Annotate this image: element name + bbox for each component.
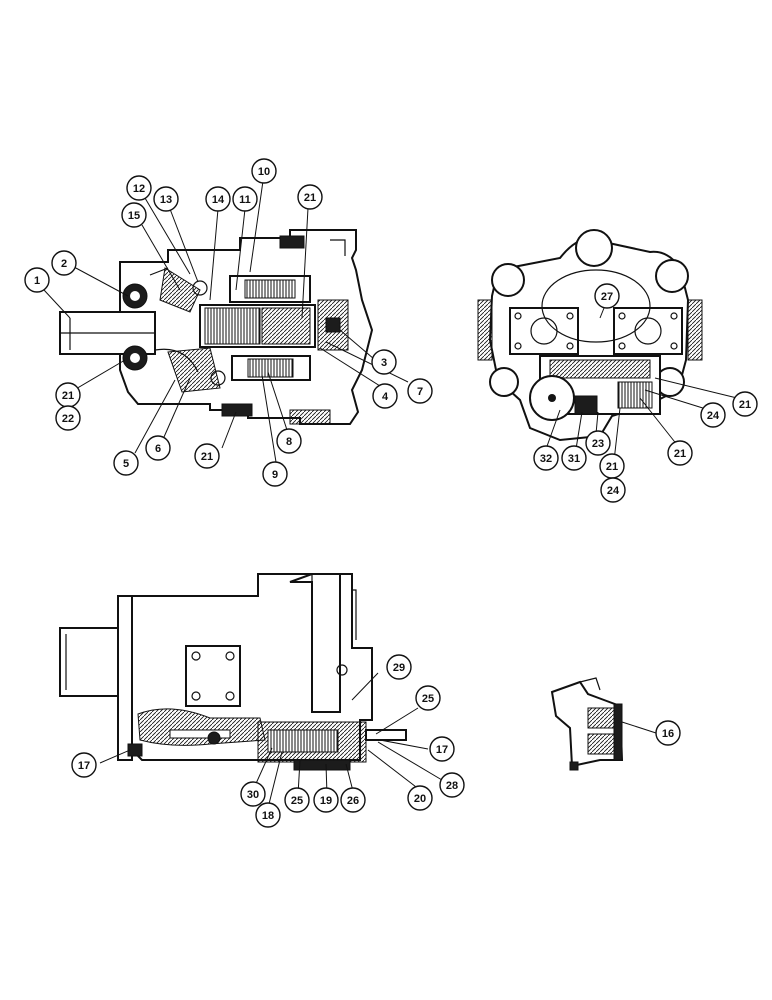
callout-21g: 21 (599, 453, 625, 479)
svg-text:16: 16 (662, 728, 674, 740)
svg-text:21: 21 (674, 448, 686, 460)
callout-24a: 24 (700, 402, 726, 428)
svg-text:30: 30 (247, 789, 259, 801)
side-callouts: 29 25 17 17 30 18 25 19 26 20 28 (71, 654, 465, 828)
svg-text:27: 27 (601, 291, 613, 303)
callout-7: 7 (407, 378, 433, 404)
callout-8: 8 (276, 428, 302, 454)
svg-text:7: 7 (417, 386, 423, 398)
svg-text:31: 31 (568, 453, 580, 465)
svg-text:8: 8 (286, 436, 292, 448)
callout-1: 1 (24, 267, 50, 293)
callout-25a: 25 (415, 685, 441, 711)
svg-text:29: 29 (393, 662, 405, 674)
svg-text:21: 21 (201, 451, 213, 463)
callout-2: 2 (51, 250, 77, 276)
svg-text:15: 15 (128, 210, 140, 222)
callout-9: 9 (262, 461, 288, 487)
callout-17a: 17 (429, 736, 455, 762)
svg-text:10: 10 (258, 166, 270, 178)
section-view-drawing (59, 229, 374, 425)
svg-text:26: 26 (347, 795, 359, 807)
callout-32: 32 (533, 445, 559, 471)
svg-text:3: 3 (381, 357, 387, 369)
detail-callouts: 16 (655, 720, 681, 746)
svg-text:9: 9 (272, 469, 278, 481)
callout-21c: 21 (194, 443, 220, 469)
svg-text:17: 17 (436, 744, 448, 756)
callout-14: 14 (205, 186, 231, 212)
svg-text:25: 25 (422, 693, 434, 705)
svg-text:24: 24 (607, 485, 620, 497)
callout-16: 16 (655, 720, 681, 746)
end-callouts: 27 21 24 21 32 31 23 21 24 (533, 283, 758, 503)
callout-31: 31 (561, 445, 587, 471)
callout-21a: 21 (297, 184, 323, 210)
callout-3: 3 (371, 349, 397, 375)
svg-text:2: 2 (61, 258, 67, 270)
svg-text:24: 24 (707, 410, 720, 422)
svg-text:25: 25 (291, 795, 303, 807)
detail-view-drawing (550, 677, 624, 771)
svg-text:22: 22 (62, 413, 74, 425)
callout-21f: 21 (667, 440, 693, 466)
callout-22: 22 (55, 405, 81, 431)
callout-4: 4 (372, 383, 398, 409)
callout-30: 30 (240, 781, 266, 807)
section-callouts: 1 2 3 4 5 6 7 8 9 10 11 12 13 14 15 21 2… (24, 158, 433, 487)
svg-text:13: 13 (160, 194, 172, 206)
svg-text:28: 28 (446, 780, 458, 792)
callout-5: 5 (113, 450, 139, 476)
svg-text:19: 19 (320, 795, 332, 807)
svg-text:20: 20 (414, 793, 426, 805)
svg-text:17: 17 (78, 760, 90, 772)
callout-28: 28 (439, 772, 465, 798)
callout-23: 23 (585, 430, 611, 456)
svg-text:21: 21 (739, 399, 751, 411)
callout-11: 11 (232, 186, 258, 212)
callout-10: 10 (251, 158, 277, 184)
callout-29: 29 (386, 654, 412, 680)
callout-15: 15 (121, 202, 147, 228)
side-view-drawing (59, 573, 407, 771)
callout-18: 18 (255, 802, 281, 828)
end-view-drawing (477, 229, 703, 442)
callout-24b: 24 (600, 477, 626, 503)
callout-20: 20 (407, 785, 433, 811)
svg-text:18: 18 (262, 810, 274, 822)
svg-text:12: 12 (133, 183, 145, 195)
svg-text:14: 14 (212, 194, 225, 206)
callout-6: 6 (145, 435, 171, 461)
callout-13: 13 (153, 186, 179, 212)
callout-21e: 21 (732, 391, 758, 417)
svg-text:21: 21 (606, 461, 618, 473)
callout-17b: 17 (71, 752, 97, 778)
callout-21b: 21 (55, 382, 81, 408)
svg-text:11: 11 (239, 194, 251, 206)
svg-text:23: 23 (592, 438, 604, 450)
callout-26: 26 (340, 787, 366, 813)
svg-text:4: 4 (382, 391, 389, 403)
svg-text:21: 21 (62, 390, 74, 402)
svg-text:32: 32 (540, 453, 552, 465)
svg-text:5: 5 (123, 458, 129, 470)
callout-19: 19 (313, 787, 339, 813)
svg-text:21: 21 (304, 192, 316, 204)
callout-12: 12 (126, 175, 152, 201)
svg-text:6: 6 (155, 443, 161, 455)
callout-27: 27 (594, 283, 620, 309)
svg-text:1: 1 (34, 275, 40, 287)
callout-25b: 25 (284, 787, 310, 813)
